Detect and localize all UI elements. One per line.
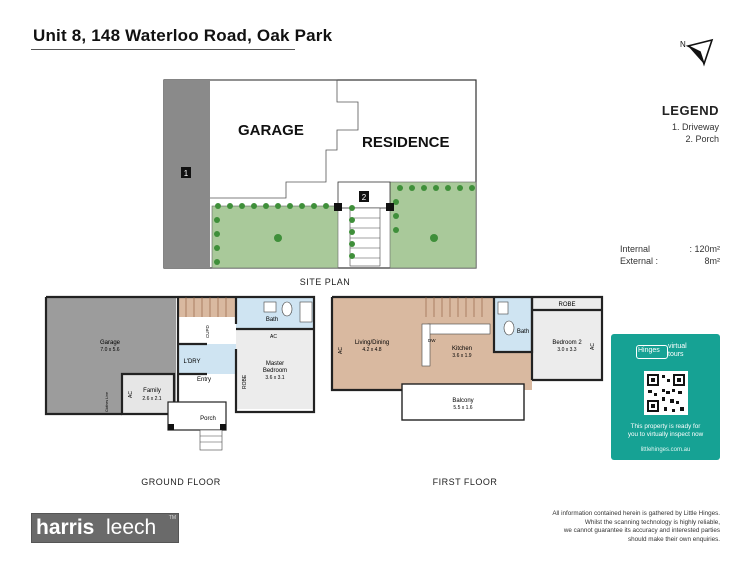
gf-garage-label: Garage <box>100 340 121 346</box>
harris-leech-logo: harris leech TM <box>31 513 179 543</box>
logo-trademark: TM <box>168 515 176 521</box>
gf-porch <box>167 401 227 431</box>
gf-stair-treads <box>185 297 227 317</box>
north-arrow-icon: N <box>680 38 714 67</box>
ff-balcony-dim: 5.5 x 1.6 <box>453 405 472 411</box>
disclaimer-line: Whilst the scanning technology is highly… <box>584 518 720 526</box>
disclaimer-line: should make their own enquiries. <box>627 535 720 543</box>
ff-bath-label: Bath <box>517 329 529 335</box>
ff-robe-label: ROBE <box>558 302 575 308</box>
disclaimer-line: All information contained herein is gath… <box>552 510 720 517</box>
first-floor-label: FIRST FLOOR <box>432 477 498 487</box>
gf-laundry-label: L'DRY <box>183 359 200 365</box>
gf-entry-label: Entry <box>197 377 211 383</box>
qr-code-icon[interactable] <box>644 371 688 415</box>
garden-right <box>389 181 477 269</box>
site-steps <box>349 207 381 267</box>
ff-kitchen-label: Kitchen <box>452 346 472 352</box>
gf-toilet-icon <box>281 301 293 317</box>
internal-area-label: Internal <box>620 244 651 254</box>
ff-living-label: Living/Dining <box>355 340 389 346</box>
chat-bubble-icon <box>636 345 668 359</box>
site-post <box>334 203 342 211</box>
ff-bedroom2-dim: 3.0 x 3.3 <box>557 347 576 353</box>
marker-1-label: 1 <box>184 169 189 178</box>
legend-heading: LEGEND <box>661 103 719 118</box>
site-residence-label: RESIDENCE <box>362 134 450 151</box>
virtual-tour-brand-2b: tours <box>668 351 684 358</box>
gf-vanity-icon <box>263 301 277 313</box>
marker-2 <box>359 191 369 202</box>
first-floor-plan: Living/Dining 4.2 x 4.8 Kitchen 3.6 x 1.… <box>330 295 604 421</box>
virtual-tour-card[interactable]: Hinges virtual tours This property is re… <box>611 334 720 460</box>
virtual-tour-brand-2a: virtual <box>668 343 687 350</box>
disclaimer-line: we cannot guarantee its accuracy and int… <box>563 527 720 534</box>
gf-family-room <box>122 374 174 414</box>
ff-stairs <box>418 297 488 317</box>
gf-bath-label: Bath <box>266 317 278 323</box>
external-area-value: 8m² <box>704 256 721 266</box>
ff-ac-label-1: AC <box>338 347 344 354</box>
site-plan-label: SITE PLAN <box>299 277 351 287</box>
gf-porch-label: Porch <box>200 416 216 422</box>
ff-balcony <box>401 383 525 421</box>
gf-master-label-2: Bedroom <box>263 368 287 374</box>
gf-master-label: Master <box>266 361 284 367</box>
ff-living-dim: 4.2 x 4.8 <box>362 347 381 353</box>
svg-text:N: N <box>680 40 686 49</box>
gf-post <box>220 424 226 430</box>
ground-floor-label: GROUND FLOOR <box>141 477 221 487</box>
virtual-tour-message: This property is ready for you to virtua… <box>615 423 716 439</box>
site-post <box>386 203 394 211</box>
garage-outline <box>210 79 359 199</box>
ff-kitchen-side <box>421 323 431 367</box>
legend-item-driveway: 1. Driveway <box>671 122 719 132</box>
internal-area-value: : 120m² <box>689 244 720 254</box>
gf-robe-label: ROBE <box>242 374 248 389</box>
virtual-tour-message-2: you to virtually inspect now <box>627 431 704 438</box>
gf-garage-dim: 7.0 x 5.6 <box>100 347 119 353</box>
logo-part-2: leech <box>106 516 157 539</box>
marker-2-label: 2 <box>362 193 367 202</box>
virtual-tour-message-1: This property is ready for <box>630 423 701 430</box>
gf-master-room <box>236 329 314 409</box>
gf-family-dim: 2.6 x 2.1 <box>142 396 161 402</box>
ff-vanity-icon <box>497 301 509 315</box>
gf-laundry <box>178 344 236 374</box>
ff-kitchen-bench <box>427 323 491 335</box>
ff-kitchen-dim: 3.6 x 1.9 <box>452 353 471 359</box>
gf-family-label: Family <box>143 388 161 394</box>
gf-post <box>168 424 174 430</box>
disclaimer: All information contained herein is gath… <box>505 510 720 544</box>
gf-ac-label-2: AC <box>128 391 134 398</box>
virtual-tour-brand-2: virtual tours <box>668 343 687 359</box>
title-underline <box>31 49 295 50</box>
marker-1 <box>181 167 191 178</box>
gf-ac-label-1: AC <box>270 334 277 340</box>
gf-shower-icon <box>299 301 313 323</box>
ff-stair-treads <box>425 297 483 317</box>
ff-dw-label: DW <box>428 338 436 343</box>
gf-stairs <box>178 297 236 317</box>
site-garage-label: GARAGE <box>238 122 304 139</box>
logo-part-1: harris <box>36 516 95 539</box>
external-area-label: External : <box>620 256 659 266</box>
legend-item-porch: 2. Porch <box>685 134 719 144</box>
gf-porch-steps <box>199 429 223 451</box>
gf-cupd-label: CUPD <box>205 324 210 338</box>
ff-walls <box>330 295 604 392</box>
ff-balcony-label: Balcony <box>452 398 473 404</box>
virtual-tour-url[interactable]: littlehinges.com.au <box>640 447 691 453</box>
site-plan: 1 2 GARAGE RESIDENCE <box>163 79 477 269</box>
shrubs <box>214 185 475 265</box>
ff-ac-label-2: AC <box>590 343 596 350</box>
page-title: Unit 8, 148 Waterloo Road, Oak Park <box>33 26 333 45</box>
gf-master-dim: 3.6 x 3.1 <box>265 375 284 381</box>
ground-floor-plan: Garage 7.0 x 5.6 Family 2.6 x 2.1 Master… <box>44 295 316 451</box>
virtual-tour-brand: Hinges <box>638 347 660 354</box>
gf-clothes-line-label: Clothes Line <box>105 392 109 412</box>
ff-bedroom2-label: Bedroom 2 <box>552 340 582 346</box>
ff-toilet-icon <box>503 320 515 336</box>
